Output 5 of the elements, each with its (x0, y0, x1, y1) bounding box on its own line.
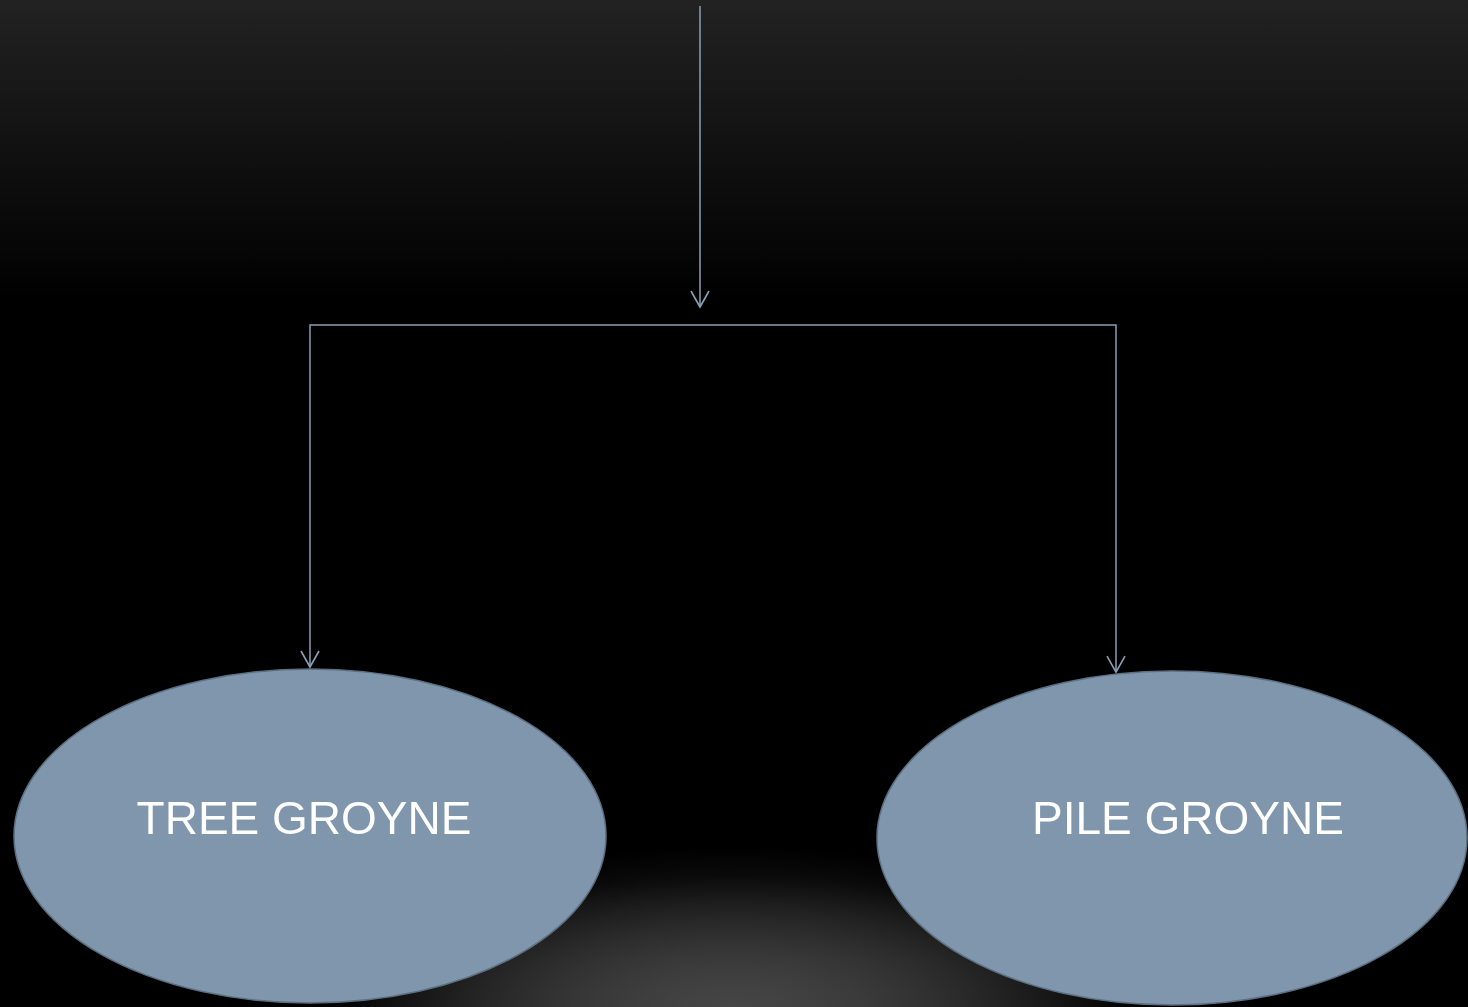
node-label: PILE GROYNE (1032, 791, 1344, 845)
connector-arrow (699, 324, 1126, 673)
trunk-arrow (690, 5, 710, 308)
connector-arrow (300, 324, 701, 668)
node-label: TREE GROYNE (136, 791, 472, 845)
